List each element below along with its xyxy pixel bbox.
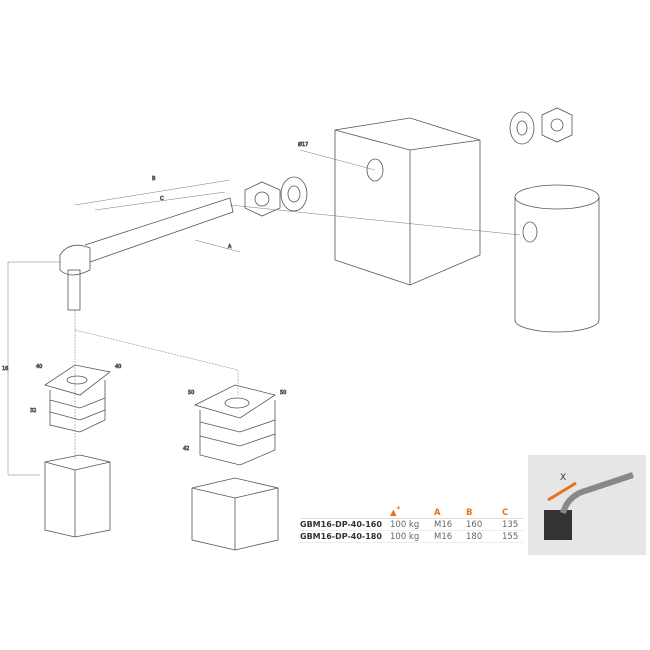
value-B: 180 <box>466 531 483 542</box>
washer <box>280 176 308 212</box>
end-cap-50 <box>193 384 276 466</box>
nut <box>541 107 573 143</box>
weight-icon: ▲* <box>390 504 401 518</box>
nut <box>244 181 281 217</box>
table-row: GBM16-DP-40-160 100 kg M16 160 135 <box>300 519 524 531</box>
load: 100 kg <box>390 519 420 530</box>
dim-B: B <box>152 176 156 182</box>
dim-hole: Ø17 <box>298 141 308 148</box>
value-C: 155 <box>502 531 519 542</box>
dim-w2b: 50 <box>280 390 286 396</box>
dim-height: 18 <box>2 366 8 372</box>
installation-inset: X <box>528 455 646 555</box>
inset-label: X <box>560 473 566 483</box>
end-cap-40 <box>44 364 111 433</box>
round-post <box>514 184 600 333</box>
inset-drawing: X <box>544 472 634 540</box>
square-post <box>334 117 481 286</box>
spec-table: ▲* A B C GBM16-DP-40-160 100 kg M16 160 … <box>300 504 524 543</box>
dim-w2a: 50 <box>188 390 194 396</box>
dim-A: A <box>228 244 232 250</box>
value-A: M16 <box>434 531 453 542</box>
dim-h1: 32 <box>30 408 36 414</box>
dim-w1a: 40 <box>36 364 42 370</box>
dim-h2: 42 <box>183 446 189 452</box>
adjust-arrow-icon <box>547 481 577 502</box>
load: 100 kg <box>390 531 420 542</box>
value-A: M16 <box>434 519 453 530</box>
table-row: GBM16-DP-40-180 100 kg M16 180 155 <box>300 531 524 543</box>
square-tube-40 <box>44 454 111 538</box>
header-B: B <box>466 508 473 518</box>
dim-C: C <box>160 196 164 202</box>
washer <box>509 111 535 145</box>
dim-w1b: 40 <box>115 364 121 370</box>
hinge-pin <box>59 197 234 311</box>
model: GBM16-DP-40-160 <box>300 520 382 529</box>
model: GBM16-DP-40-180 <box>300 532 382 541</box>
square-tube-50 <box>191 477 279 551</box>
value-C: 135 <box>502 519 519 530</box>
header-A: A <box>434 508 441 518</box>
value-B: 160 <box>466 519 483 530</box>
table-header: ▲* A B C <box>300 504 524 519</box>
header-C: C <box>502 508 509 518</box>
